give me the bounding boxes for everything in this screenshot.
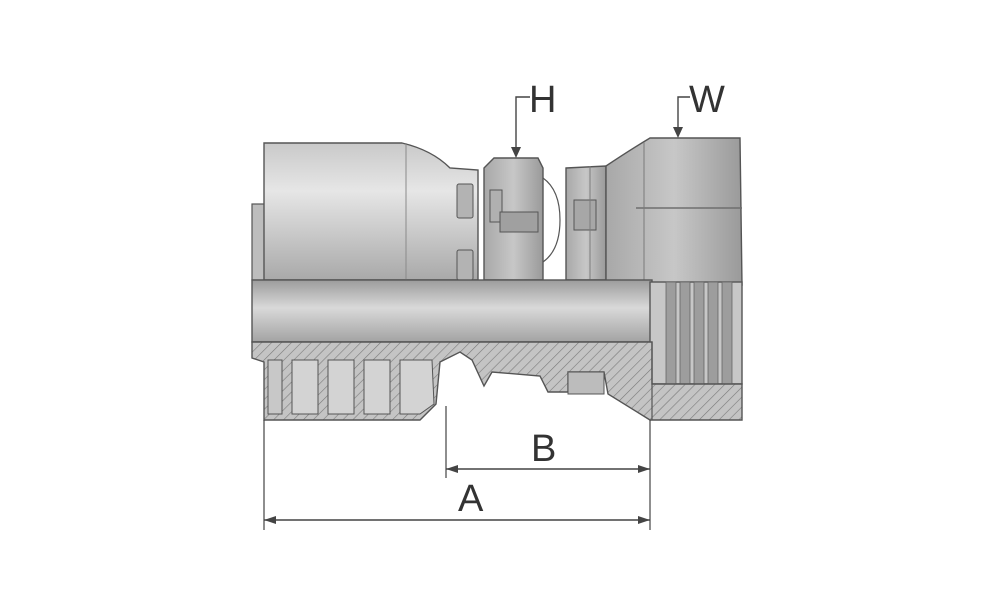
leader-h [511,96,530,158]
leader-w [673,96,690,138]
cross-section [251,341,743,421]
label-a: A [458,478,484,520]
extension-lines [263,406,651,530]
bore [251,279,653,343]
dimension-a [264,516,650,524]
internal-threads [649,281,743,385]
ferrule-shell [251,142,479,281]
label-h: H [529,79,556,121]
swivel-ring [565,165,607,281]
dimension-b [446,465,650,473]
hex-w-nut [605,137,743,286]
hex-h-nut [483,157,561,281]
label-b: B [531,428,556,470]
label-w: W [689,79,725,121]
